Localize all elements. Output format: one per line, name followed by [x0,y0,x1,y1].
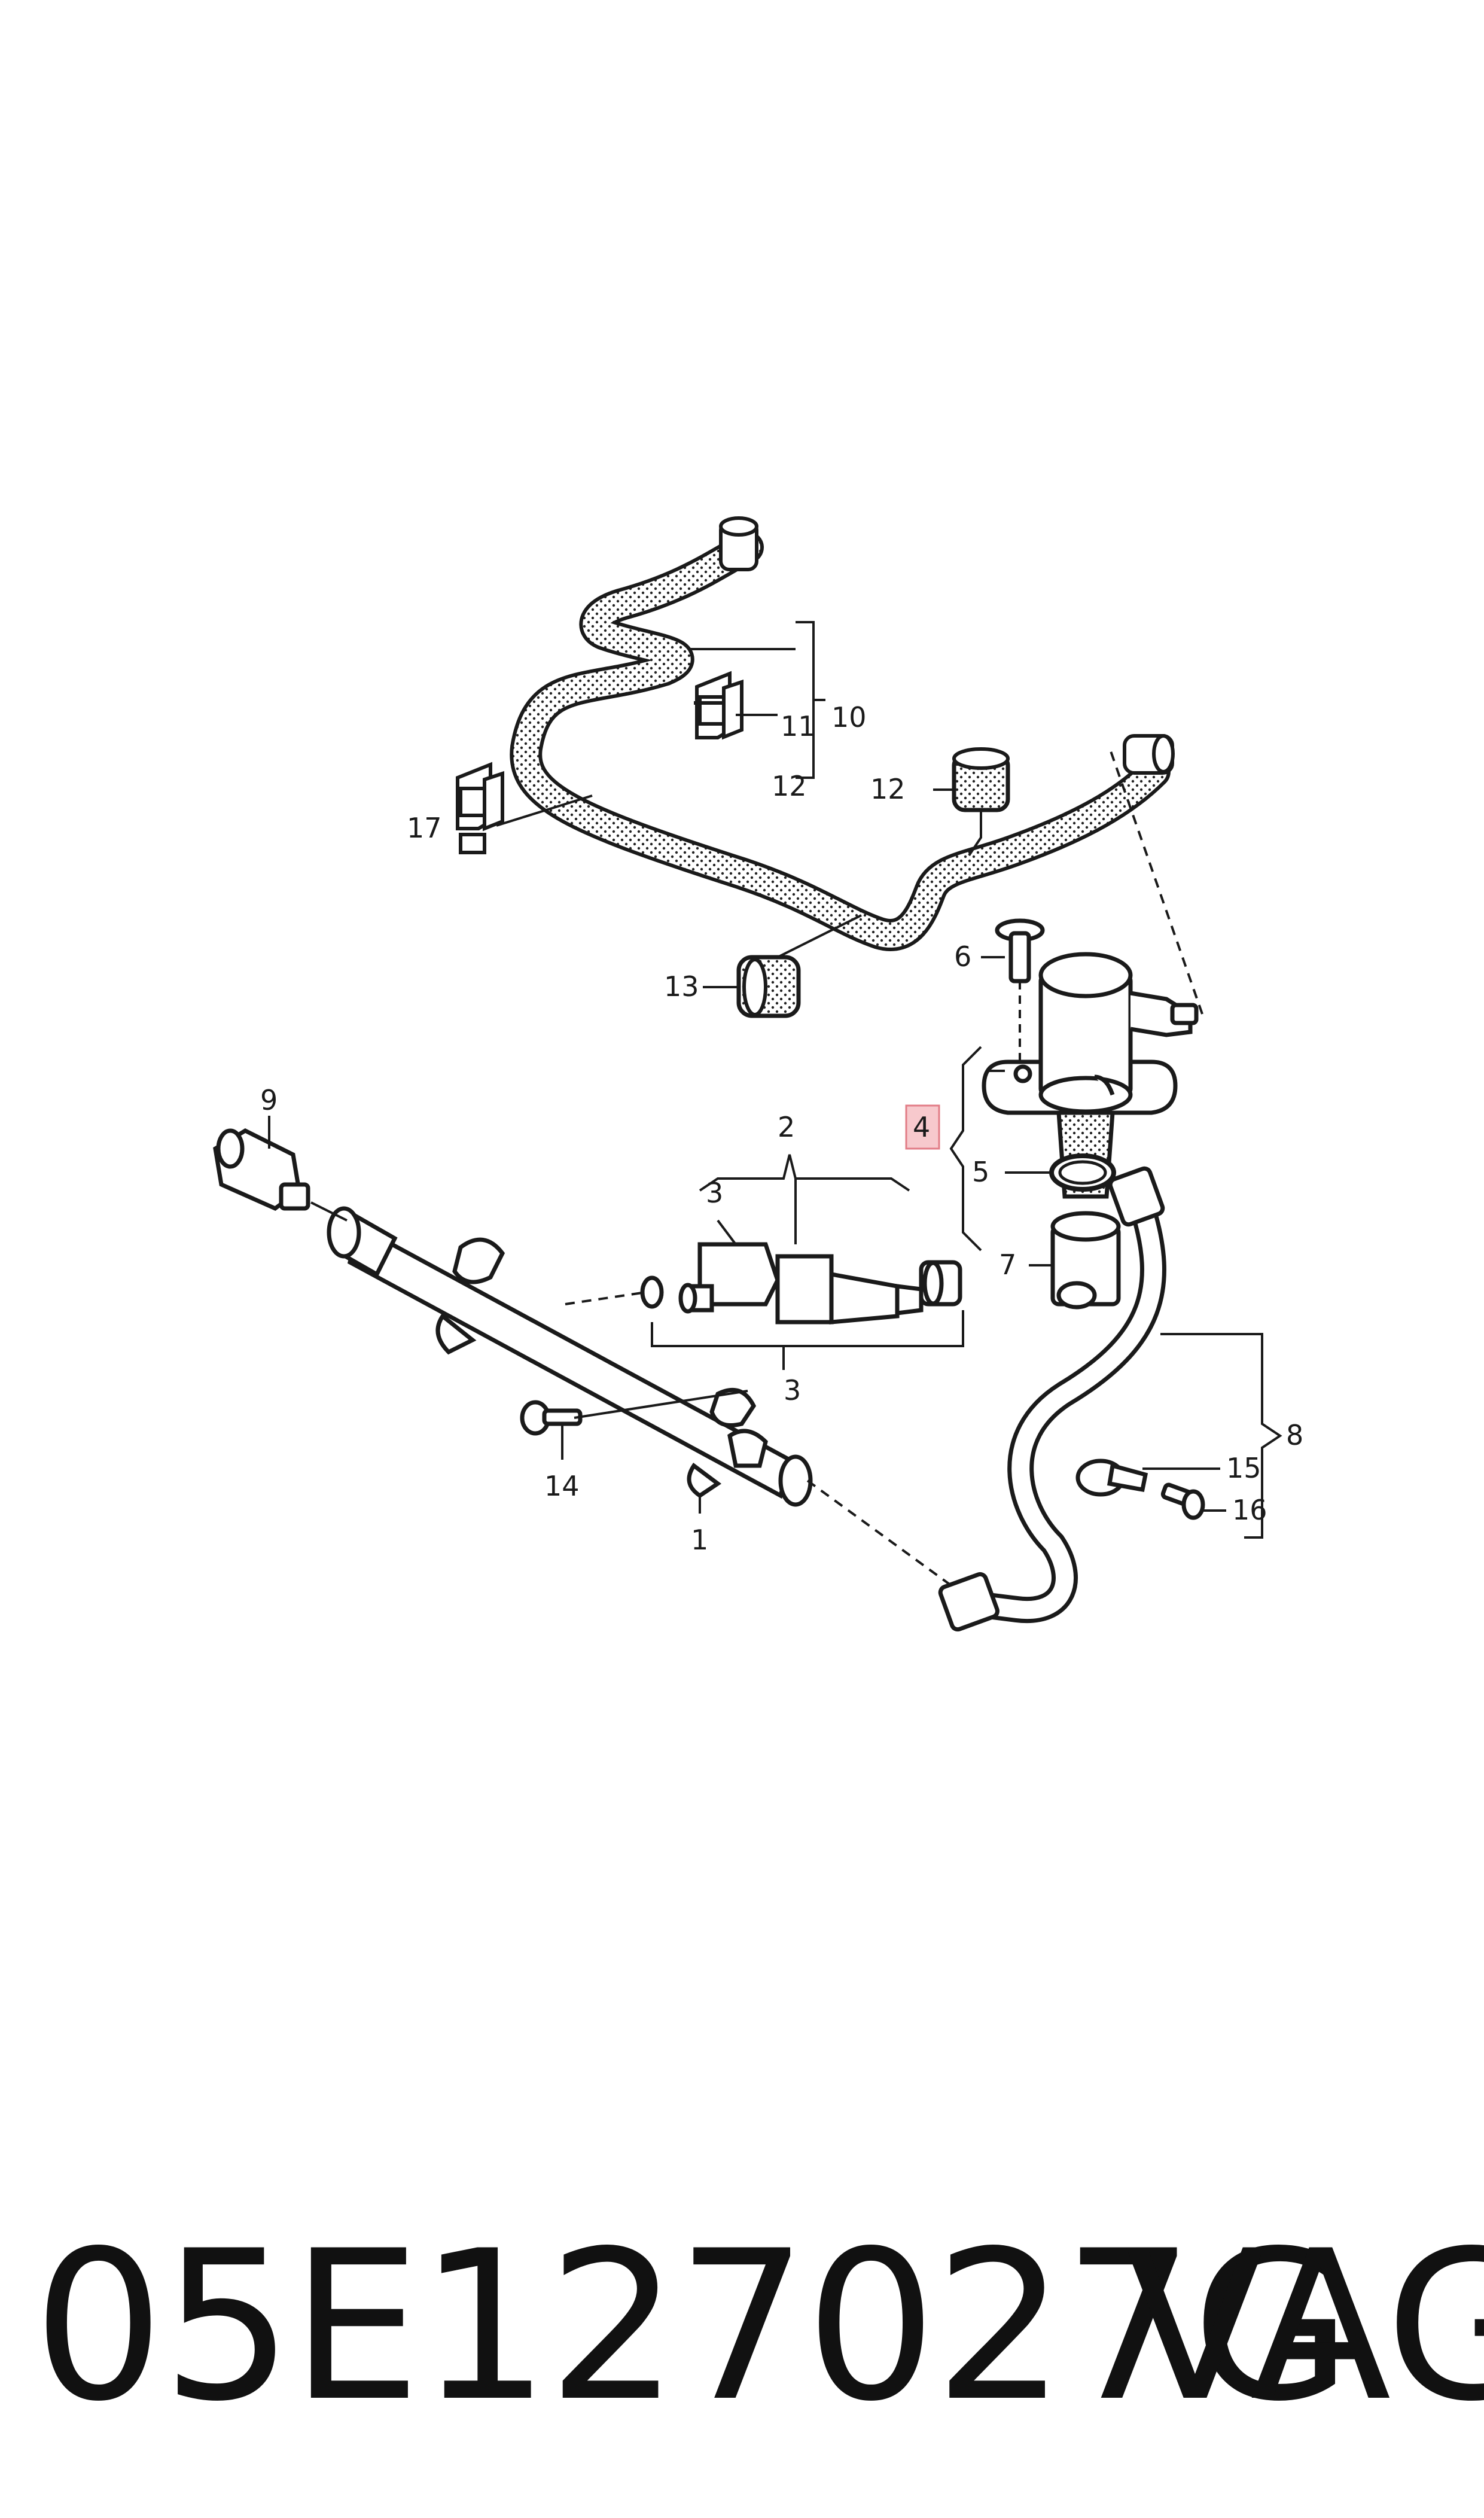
hose-clip-11 [694,671,743,740]
injector-2 [678,1242,924,1325]
fuel-rail-1 [327,1206,813,1507]
callout-9: 9 [260,1084,278,1116]
callout-4-highlight [905,1104,940,1150]
caption-row: 05E127027G VAG [0,2208,1484,2447]
callout-3-top: 3 [706,1177,723,1209]
callout-1: 1 [691,1524,708,1556]
leader-lines [268,621,1282,1587]
line-clamp-15 [1075,1459,1148,1497]
callout-6: 6 [954,940,971,973]
injector-sealing-ring [640,1275,664,1309]
callout-labels: 1 2 3 3 4 5 6 7 8 9 10 11 12 12 13 14 15… [260,701,1303,1556]
callout-4: 4 [913,1111,930,1143]
callout-11: 11 [781,710,816,742]
cam-follower-7 [1050,1211,1121,1310]
callout-3-bottom: 3 [784,1374,801,1406]
callout-14: 14 [544,1470,580,1502]
brand-name: VAG [1125,2207,1484,2447]
hose-fitting-right [1123,734,1175,775]
bolt-16 [1160,1482,1205,1520]
callout-5: 5 [972,1156,989,1188]
injector-sleeve [919,1260,962,1307]
pressure-sensor-9 [213,1128,310,1211]
bolt-14 [520,1400,583,1436]
callout-10: 10 [831,701,867,733]
part-number: 05E127027G [33,2207,1352,2447]
fuel-hose [510,531,1171,951]
callout-2: 2 [778,1111,795,1143]
bolt-6 [995,918,1045,984]
callout-17: 17 [407,812,442,844]
callout-15: 15 [1226,1452,1261,1484]
hose-clip-17 [456,762,504,854]
high-pressure-line-8 [938,1166,1166,1632]
grommet-13 [736,955,801,1018]
callout-8: 8 [1286,1419,1303,1451]
callout-13: 13 [664,970,699,1003]
callout-7: 7 [999,1249,1016,1281]
o-ring-5 [1049,1153,1116,1192]
hose-fitting-left [719,516,758,571]
callout-12-upper: 12 [772,770,807,802]
grommet-12 [952,747,1010,812]
callout-16: 16 [1232,1494,1267,1526]
callout-12-right: 12 [870,773,906,805]
